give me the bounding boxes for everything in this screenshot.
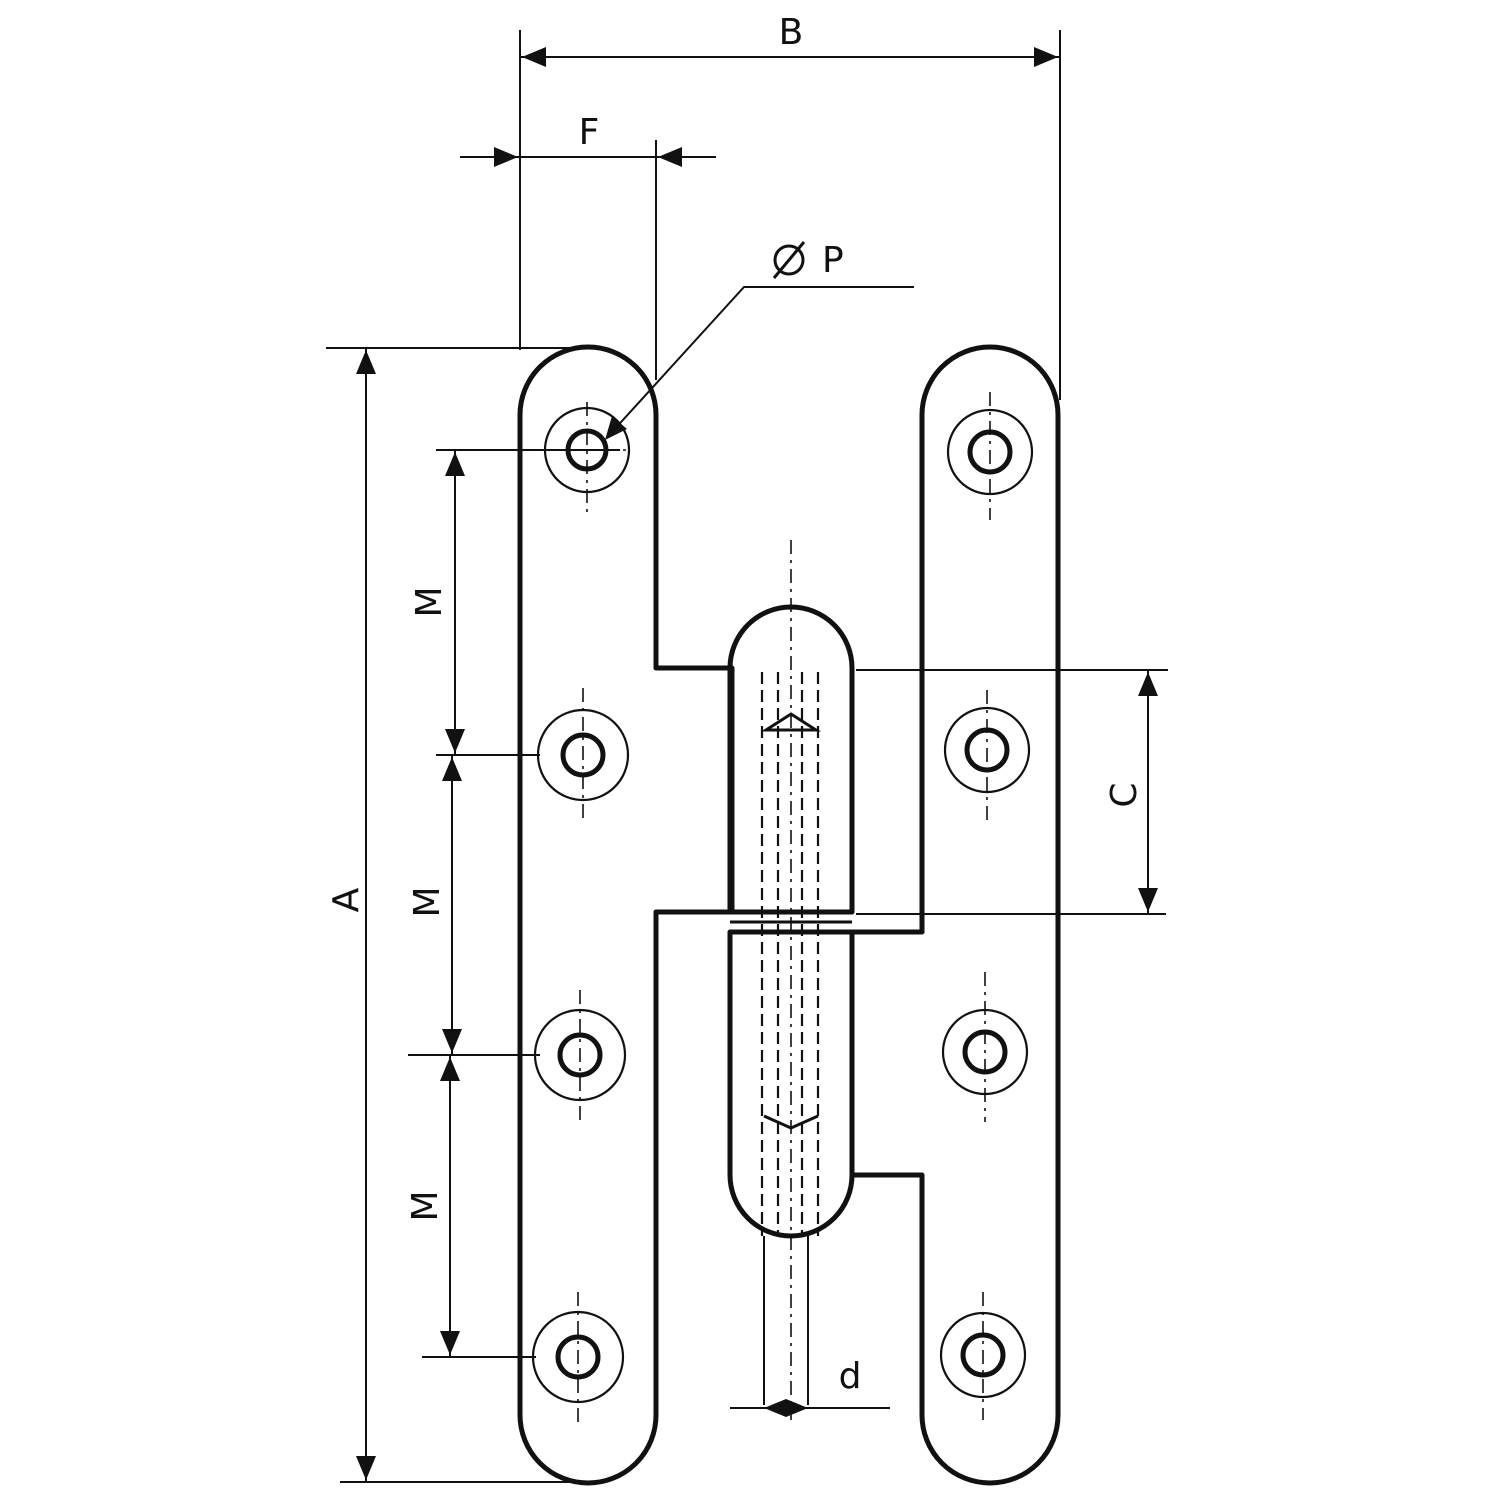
right-hole-1 [946,392,1034,520]
dim-M1-arrow-bottom [445,729,465,753]
dim-B-arrow-right [1034,47,1058,67]
dim-B-arrow-left [522,47,546,67]
dim-M1-label: M [409,586,450,617]
dim-F-arrow-left [494,147,518,167]
dim-P-arrow [605,416,627,440]
left-hole-2 [536,688,630,822]
right-hole-3 [941,972,1029,1122]
right-leaf-outline [849,344,1061,1486]
dim-C-arrow-top [1138,672,1158,696]
dim-M2-arrow-top [442,757,462,781]
left-hole-1 [543,402,631,518]
dim-A-label: A [326,887,367,912]
left-hole-4 [531,1292,625,1422]
right-hole-4 [939,1292,1027,1420]
dim-M3-label: M [405,1190,446,1221]
diameter-symbol-icon [772,241,806,279]
dim-C-label: C [1104,782,1145,807]
dim-d-arrow-right [786,1399,808,1417]
dim-P-label: P [822,240,844,281]
dim-F-label: F [579,112,600,153]
dim-A-arrow-bottom [356,1456,376,1480]
dim-d-label: d [839,1356,862,1397]
dim-M2-arrow-bottom [442,1029,462,1053]
dim-M1-arrow-top [445,452,465,476]
dim-M2-label: M [407,886,448,917]
dim-F-arrow-right [658,147,682,167]
dim-P-leader [611,286,914,433]
pin-tip-bottom [763,1114,819,1130]
upper-knuckle [727,604,855,915]
left-leaf-outline [517,344,735,1486]
dim-B-label: B [779,12,804,53]
left-hole-3 [533,990,627,1120]
lower-knuckle [727,929,855,1239]
dim-A-arrow-top [356,350,376,374]
right-hole-2 [943,690,1031,820]
pin-tip-top [760,712,822,732]
dim-d-arrow-left [764,1399,786,1417]
dim-C-arrow-bottom [1138,888,1158,912]
dim-M3-arrow-bottom [440,1331,460,1355]
dim-M3-arrow-top [440,1057,460,1081]
